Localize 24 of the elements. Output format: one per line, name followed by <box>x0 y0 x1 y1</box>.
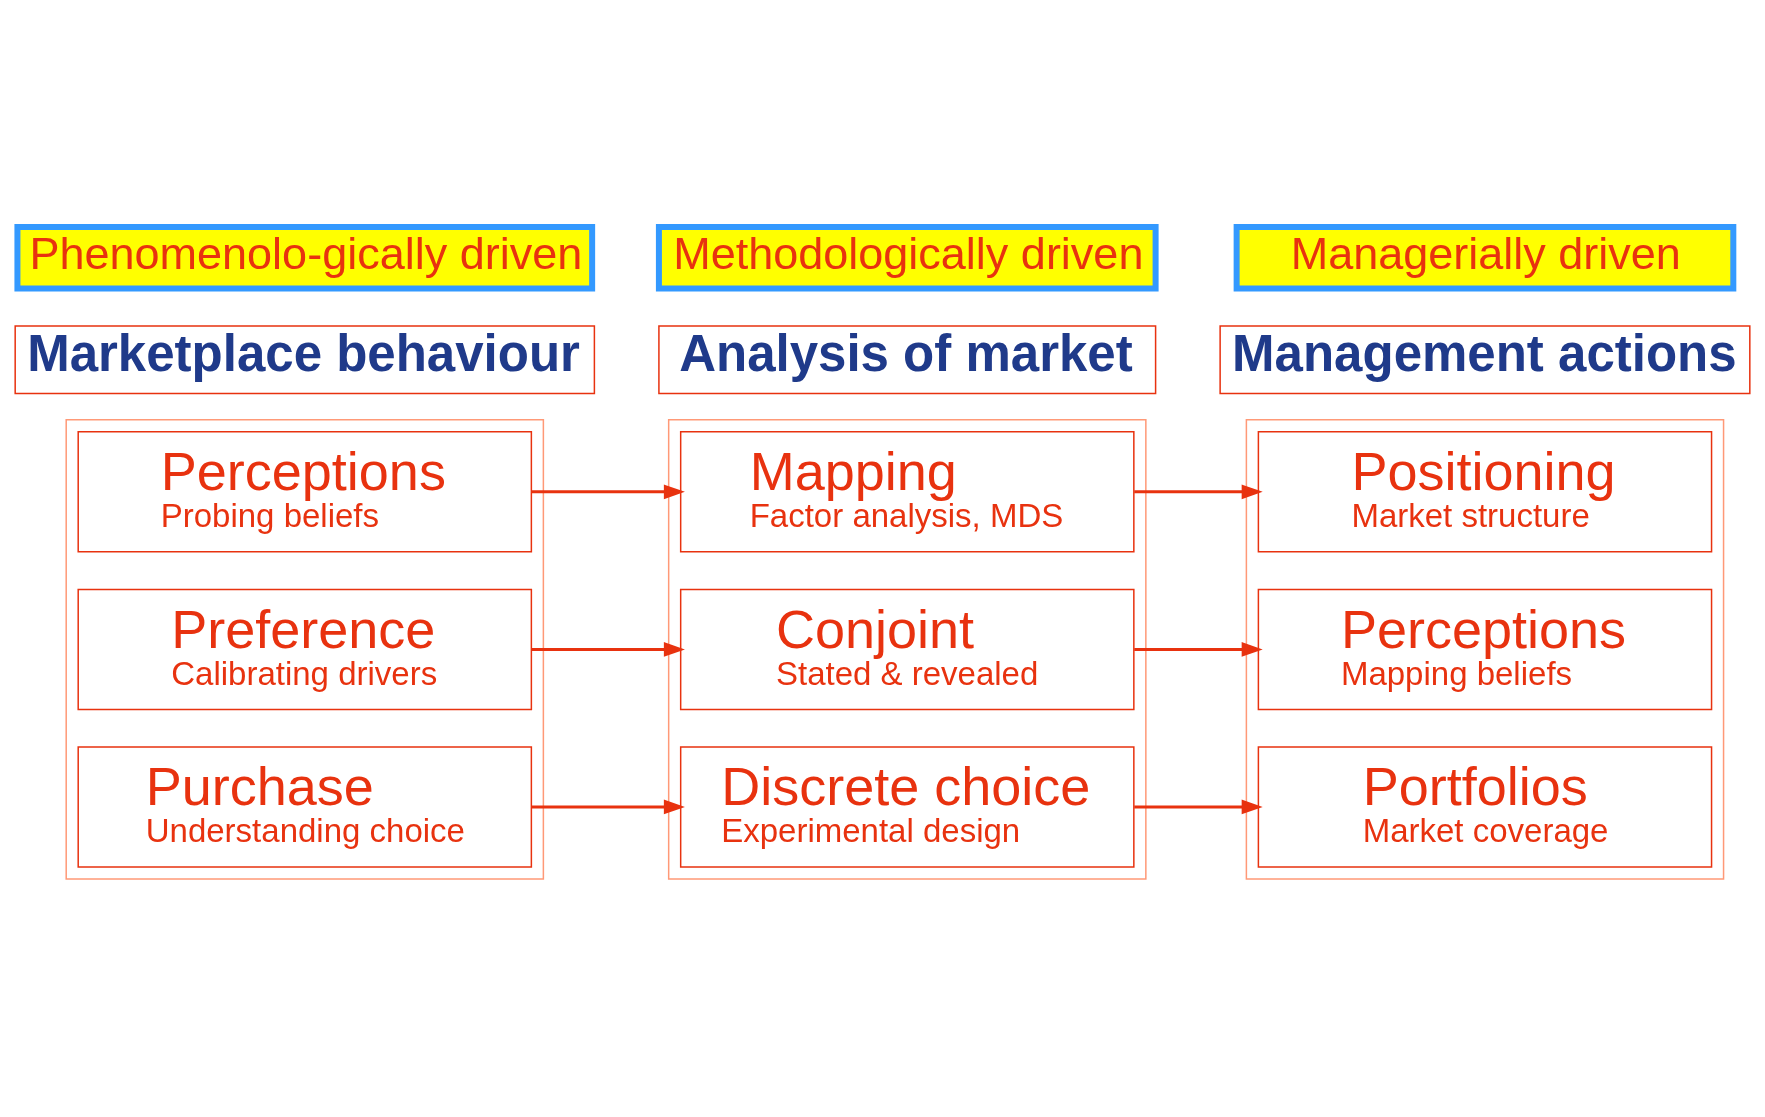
node-box: Preference Calibrating drivers <box>77 588 533 710</box>
node-box: Marketplace behaviour <box>14 324 596 394</box>
node-box: Conjoint Stated & revealed <box>679 588 1135 710</box>
node-box: Positioning Market structure <box>1257 430 1713 553</box>
arrow <box>1134 641 1263 657</box>
cluster <box>65 418 545 880</box>
arrow <box>531 484 685 499</box>
node-box: Discrete choice Experimental design <box>679 745 1135 868</box>
node-box: Perceptions Probing beliefs <box>77 430 533 553</box>
node-box: Phenomenolo-gically driven <box>14 223 596 291</box>
node-box: Portfolios Market coverage <box>1257 745 1713 868</box>
node-box: Analysis of market <box>658 324 1157 394</box>
node-box: Mapping Factor analysis, MDS <box>679 430 1135 553</box>
cluster <box>667 418 1147 880</box>
node-box: Purchase Understanding choice <box>77 745 533 868</box>
arrow <box>531 799 685 814</box>
node-box: Perceptions Mapping beliefs <box>1257 588 1713 710</box>
node-box: Methodologically driven <box>655 223 1159 291</box>
arrow <box>531 641 685 657</box>
arrow <box>1134 799 1263 814</box>
node-box: Management actions <box>1219 324 1751 394</box>
cluster <box>1245 418 1725 880</box>
node-box: Managerially driven <box>1233 223 1737 291</box>
arrow <box>1134 484 1263 499</box>
